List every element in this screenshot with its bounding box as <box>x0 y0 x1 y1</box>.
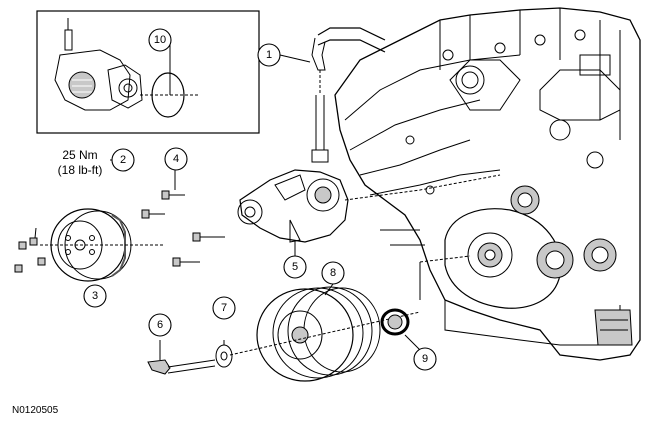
pulley-bolts <box>14 227 46 273</box>
engine-assembly <box>334 7 641 361</box>
callout-2: 2 <box>120 154 126 166</box>
front-seal <box>380 308 410 336</box>
callout-7: 7 <box>221 302 227 314</box>
callout-1: 1 <box>266 49 272 61</box>
torque-spec-metric: 25 Nm <box>62 148 98 162</box>
water-pump <box>237 169 501 243</box>
torque-spec-imperial: (18 lb-ft) <box>57 163 103 177</box>
callout-8: 8 <box>330 267 336 279</box>
callout-4: 4 <box>173 153 179 165</box>
callout-10: 10 <box>154 34 166 46</box>
crankshaft-bolt <box>147 340 216 375</box>
callout-6: 6 <box>157 319 163 331</box>
washer <box>215 340 233 368</box>
callout-9: 9 <box>422 353 428 365</box>
detail-inset <box>36 10 260 134</box>
pump-pulley <box>40 208 165 282</box>
torque-spec: 25 Nm (18 lb-ft) <box>45 148 115 178</box>
figure-id: N0120505 <box>12 405 59 416</box>
callout-3: 3 <box>92 290 98 302</box>
pump-bolts <box>141 170 225 267</box>
callout-5: 5 <box>292 261 298 273</box>
callout-circles <box>83 28 437 371</box>
bypass-hose <box>311 27 386 163</box>
